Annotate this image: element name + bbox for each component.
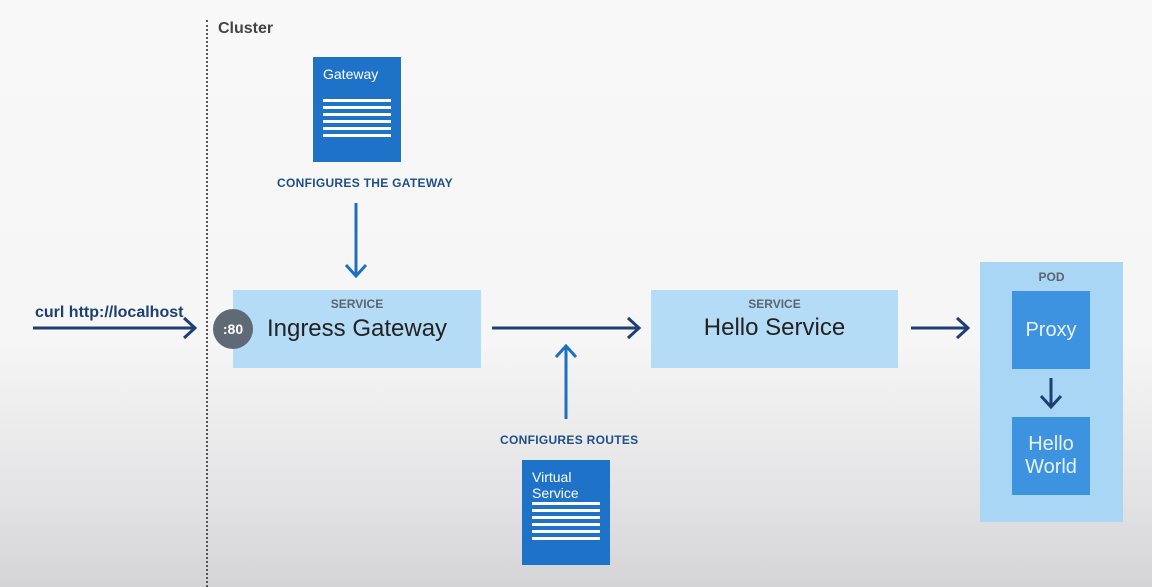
virtual-service-config-document: Virtual Service (522, 460, 610, 565)
virtual-service-title-line1: Virtual (532, 469, 572, 485)
virtual-service-title-line2: Service (532, 485, 579, 501)
cluster-label: Cluster (218, 20, 274, 37)
hello-service-name: Hello Service (703, 314, 846, 341)
hello-service-kicker: SERVICE (748, 297, 801, 311)
proxy-label: Proxy (1025, 319, 1077, 341)
gateway-doc-title: Gateway (323, 66, 379, 82)
hello-world-line2: World (1025, 456, 1077, 478)
hello-world-container: Hello World (1012, 417, 1090, 495)
ingress-service-kicker: SERVICE (330, 297, 384, 311)
arrow-right-icon (33, 316, 198, 340)
arrow-down-icon (1039, 378, 1063, 410)
document-lines-icon (532, 502, 600, 544)
document-lines-icon (323, 99, 391, 141)
arrow-right-icon (492, 316, 642, 340)
hello-service: SERVICE Hello Service (651, 290, 898, 368)
arrow-right-icon (911, 316, 971, 340)
gateway-caption: CONFIGURES THE GATEWAY (277, 176, 453, 190)
virtual-service-caption: CONFIGURES ROUTES (500, 433, 639, 447)
pod-label: POD (1038, 270, 1065, 284)
ingress-gateway-service: SERVICE Ingress Gateway (233, 290, 481, 368)
hello-world-line1: Hello (1028, 433, 1074, 455)
ingress-service-name: Ingress Gateway (266, 315, 448, 342)
arrow-up-icon (554, 343, 578, 419)
arrow-down-icon (344, 203, 368, 279)
curl-command-label: curl http://localhost (35, 304, 184, 321)
virtual-service-doc-title: Virtual Service (532, 469, 579, 501)
cluster-boundary (206, 20, 208, 587)
gateway-config-document: Gateway (313, 57, 401, 162)
proxy-container: Proxy (1012, 291, 1090, 369)
port-badge: :80 (213, 309, 253, 349)
